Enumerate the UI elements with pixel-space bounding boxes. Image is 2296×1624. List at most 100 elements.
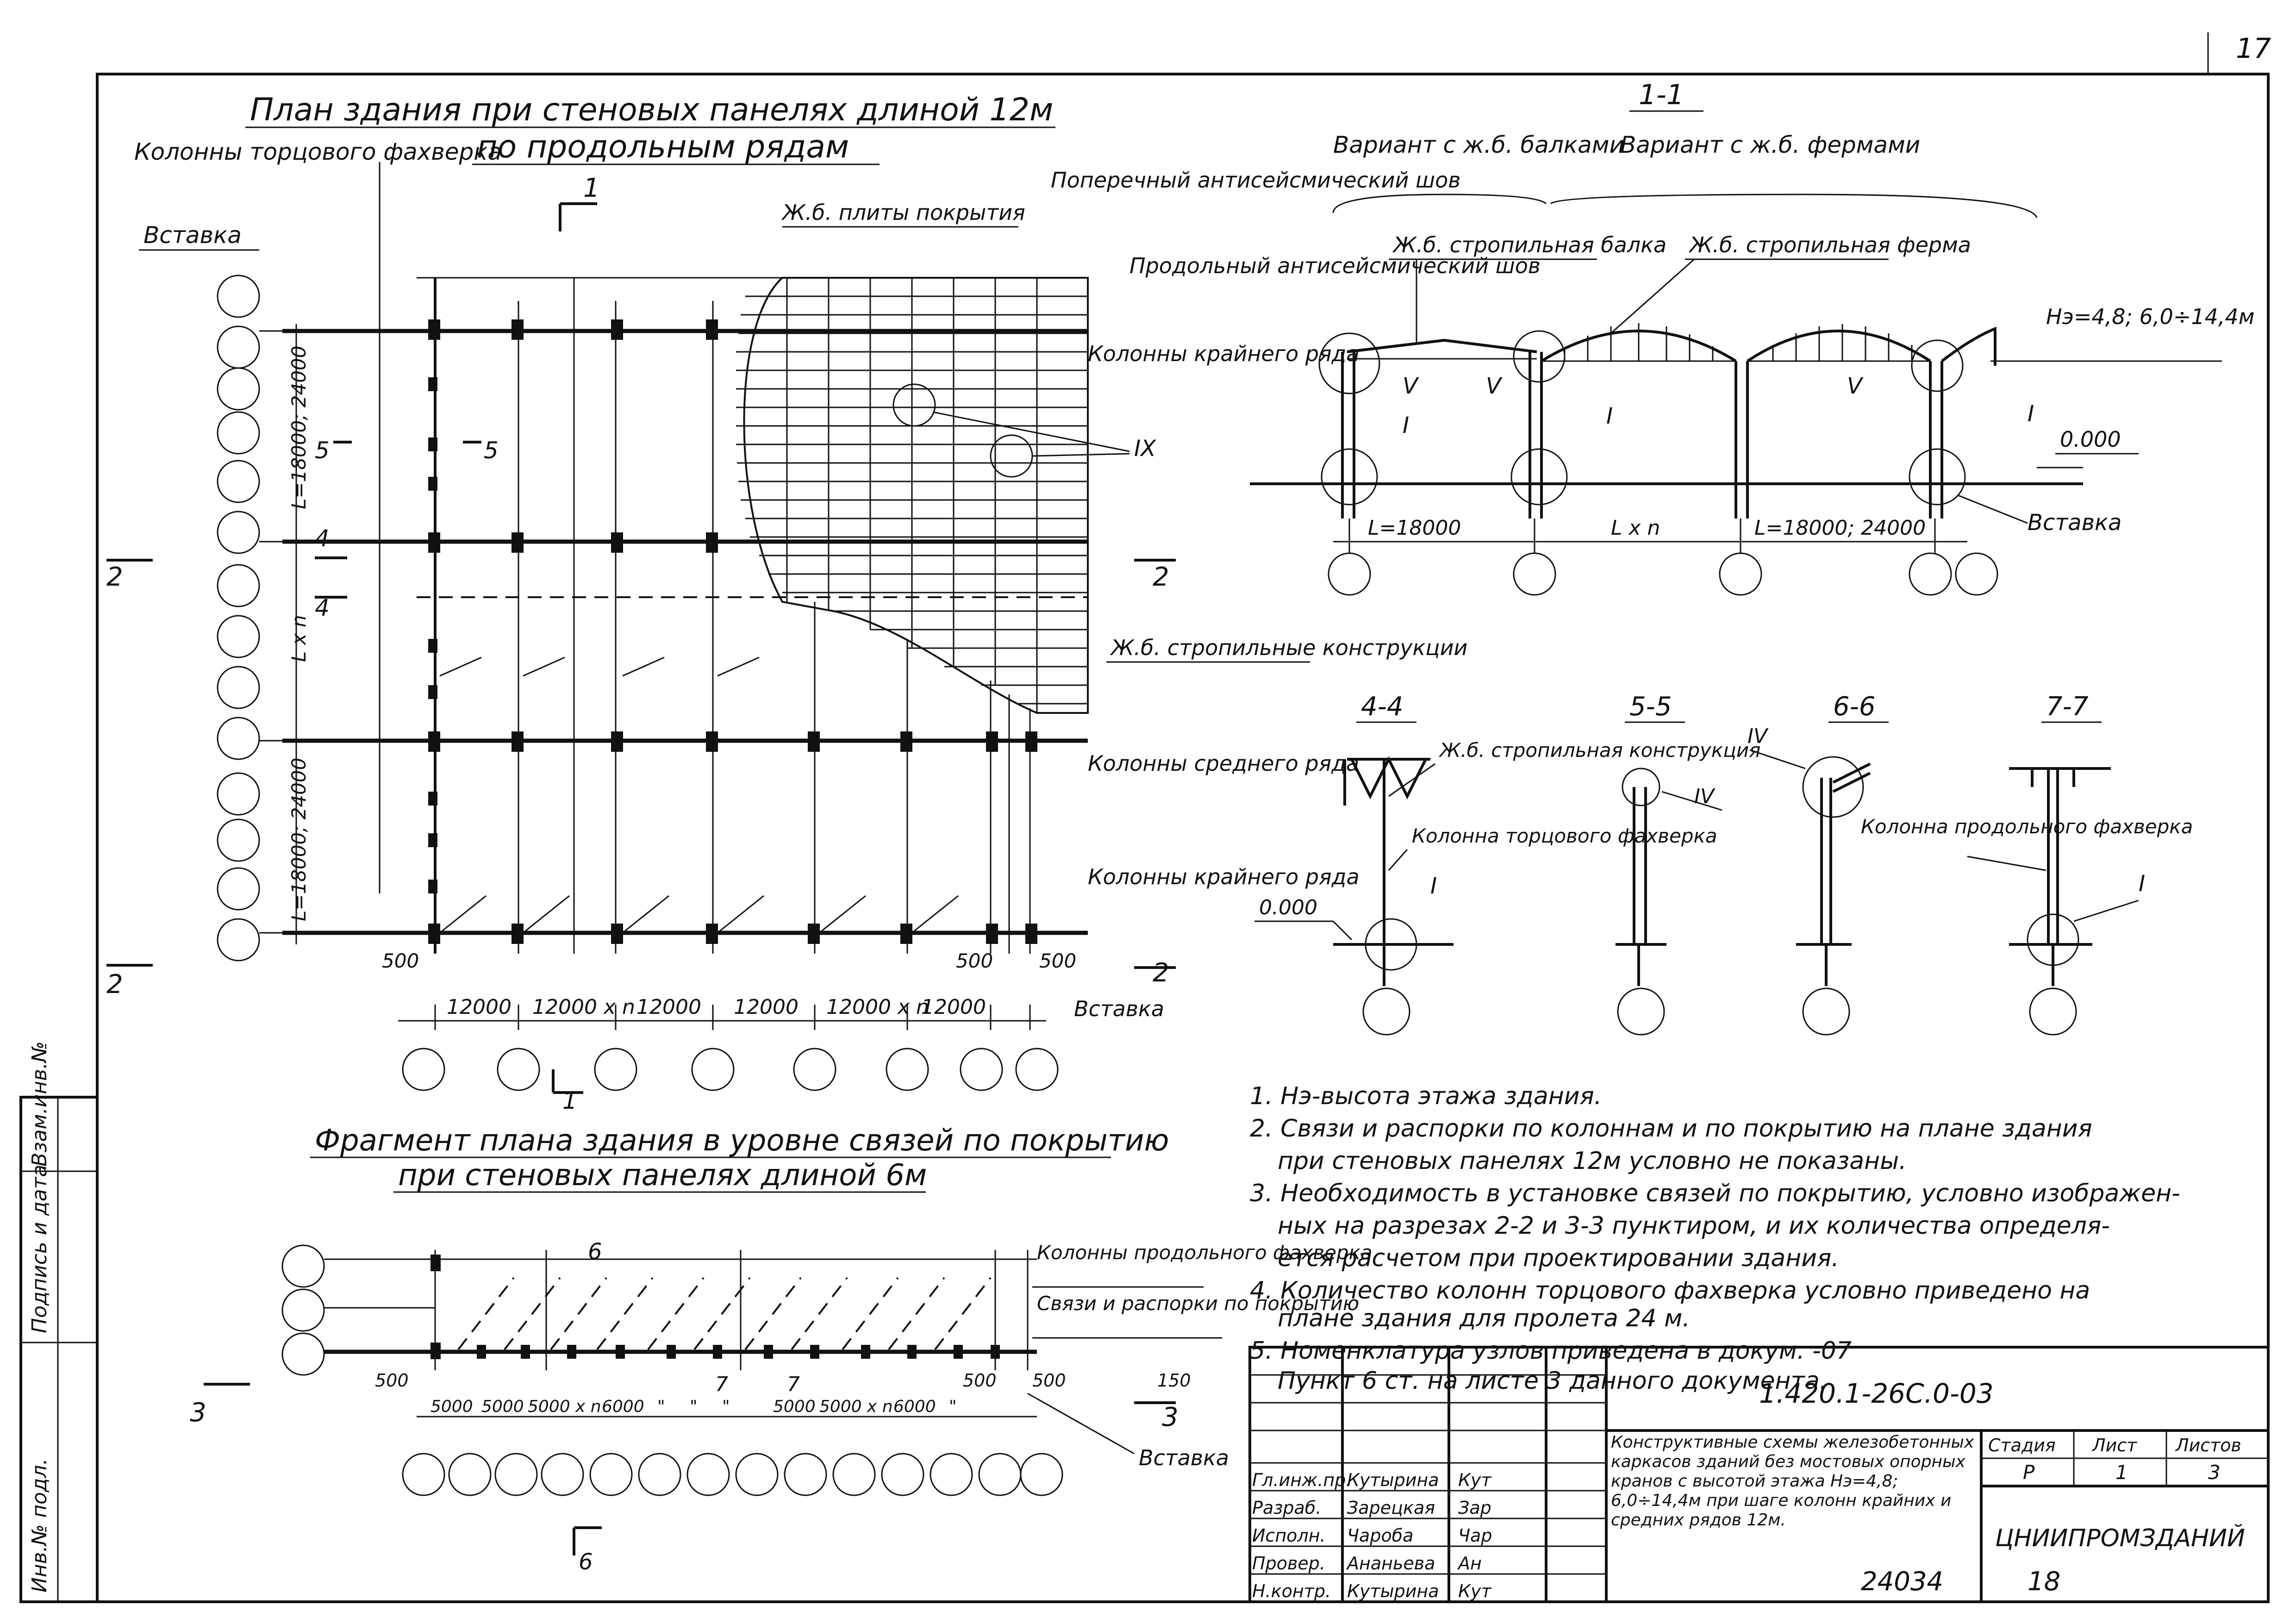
- dim-Ln: L x n: [1611, 516, 1660, 540]
- frag-dim-10: 6000: [893, 1397, 936, 1416]
- title-description: Конструктивные схемы железобетонных карк…: [1611, 1433, 1974, 1530]
- plan-row-lines: [282, 277, 1088, 935]
- dim-span-1: L=18000; 24000: [287, 346, 310, 509]
- sheet-value: 1: [2115, 1461, 2128, 1484]
- sign-4: Ан: [1457, 1553, 1482, 1574]
- node-i-77: I: [2139, 871, 2145, 897]
- frag-dim-8: 5000: [773, 1397, 816, 1416]
- frag-dim-150: 150: [1157, 1370, 1191, 1391]
- node-i-1: I: [1403, 412, 1409, 438]
- cut-4-top: 4: [315, 525, 330, 552]
- label-mid-cols: Колонны среднего ряда: [1088, 751, 1359, 776]
- label-col-end: Колонна торцового фахверка: [1412, 824, 1717, 847]
- truss-ticks: [439, 656, 959, 934]
- label-edge-cols-top: Колонны крайнего ряда: [1088, 341, 1360, 366]
- label-insert-bot: Вставка: [1074, 996, 1164, 1021]
- section-insert: Вставка: [2028, 510, 2121, 536]
- frag-cut-7-left: 7: [715, 1373, 728, 1396]
- dim-L2: L=18000; 24000: [1754, 516, 1926, 540]
- plan-title-2: по продольным рядам: [477, 129, 849, 165]
- plan-title-1: План здания при стеновых панелях длиной …: [250, 92, 1053, 128]
- stamp-sign-date: Подпись и дата: [28, 1165, 51, 1333]
- sheet-corner-number: 17: [2236, 32, 2271, 65]
- height-label: Hэ=4,8; 6,0÷14,4м: [2046, 304, 2254, 329]
- section-55-title: 5-5: [1629, 692, 1672, 722]
- label-col-long: Колонна продольного фахверка: [1861, 815, 2193, 838]
- node-v-1: V: [1403, 373, 1419, 399]
- name-4: Ананьева: [1346, 1553, 1435, 1574]
- fragment-title-1: Фрагмент плана здания в уровне связей по…: [315, 1124, 1169, 1158]
- stage-header: Стадия: [1988, 1435, 2056, 1455]
- section-1-1: 1-1 Вариант с ж.б. балками Вариант с ж.б…: [1250, 79, 2254, 596]
- note-4b: плане здания для пролета 24 м.: [1278, 1305, 1690, 1332]
- note-3b: ных на разрезах 2-2 и 3-3 пунктиром, и и…: [1278, 1212, 2110, 1240]
- label-insert-top: Вставка: [144, 222, 242, 249]
- name-3: Чароба: [1347, 1525, 1413, 1546]
- name-1: Кутырина: [1347, 1470, 1439, 1490]
- note-4a: 4. Количество колонн торцового фахверка …: [1250, 1277, 2090, 1305]
- note-3a: 3. Необходимость в установке связей по п…: [1250, 1180, 2180, 1207]
- fragment-bottom-axes: [402, 1453, 1063, 1496]
- org-name: ЦНИИПРОМЗДАНИЙ: [1995, 1524, 2245, 1552]
- frag-dim-9: 5000 x n: [819, 1397, 893, 1416]
- bottom-page: 18: [2028, 1567, 2060, 1597]
- label-end-columns: Колонны торцового фахверка: [134, 138, 502, 165]
- sign-2: Зар: [1458, 1498, 1491, 1518]
- frag-dim-3: 5000 x n: [528, 1397, 601, 1416]
- label-edge-cols-bot: Колонны крайнего ряда: [1088, 864, 1360, 889]
- title-description-box: Конструктивные схемы железобетонных карк…: [1611, 1433, 1974, 1530]
- label-transverse-joint: Поперечный антисейсмический шов: [1051, 168, 1460, 193]
- node-i-2: I: [1606, 403, 1613, 429]
- label-trusses: Ж.б. стропильные конструкции: [1110, 635, 1467, 660]
- note-5a: 5. Номенклатура узлов приведена в докум.…: [1250, 1337, 1852, 1365]
- plan-left-axes: [217, 162, 435, 962]
- label-long-cols: Колонны продольного фахверка: [1037, 1241, 1373, 1264]
- level-44: 0.000: [1259, 896, 1317, 919]
- sign-3: Чар: [1458, 1525, 1492, 1546]
- sheet-header: Лист: [2091, 1435, 2138, 1455]
- cut-2-left: 2: [106, 562, 123, 592]
- frag-cut-3-right: 3: [1162, 1402, 1179, 1432]
- bottom-dim-3: 12000: [636, 995, 701, 1019]
- frag-cut-6-bottom: 6: [579, 1549, 593, 1575]
- cut-1-top: 1: [583, 173, 600, 203]
- cut-2-bottom: 2: [106, 969, 123, 999]
- cut-4-bottom: 4: [315, 594, 330, 621]
- variant-beams: Вариант с ж.б. балками: [1333, 131, 1624, 158]
- frag-dim-500-right: 500: [1032, 1370, 1066, 1391]
- fragment-plan: Фрагмент плана здания в уровне связей по…: [190, 1124, 1373, 1575]
- roof-slabs-region: [736, 277, 1089, 714]
- role-5: Н.контр.: [1252, 1581, 1331, 1601]
- small-sections: 4-4 5-5 6-6 7-7 Ж.б. стропильная констру…: [1254, 692, 2193, 1036]
- dim-span-n: L x n: [287, 615, 310, 662]
- note-3c: ется расчетом при проектировании здания.: [1278, 1244, 1839, 1272]
- stamp-inv: Инв.№ подл.: [28, 1458, 51, 1593]
- doc-code: 1.420.1-26С.0-03: [1759, 1378, 1994, 1409]
- dim-500-left: 500: [382, 949, 419, 972]
- dim-L1: L=18000: [1368, 516, 1461, 540]
- main-plan: План здания при стеновых панелях длиной …: [106, 92, 1541, 1114]
- node-i-44: I: [1430, 873, 1437, 899]
- bottom-dim-4: 12000: [734, 995, 799, 1019]
- frag-dim-500-left: 500: [375, 1370, 409, 1391]
- label-beam: Ж.б. стропильная балка: [1392, 232, 1666, 257]
- bottom-dim-6: 12000: [921, 995, 986, 1019]
- callout-ix: IX: [1134, 436, 1156, 462]
- stage-value: Р: [2023, 1461, 2035, 1484]
- sheets-header: Листов: [2175, 1435, 2241, 1455]
- notes: 1. Hэ-высота этажа здания. 2. Связи и ра…: [1250, 1082, 2180, 1395]
- label-truss: Ж.б. стропильная ферма: [1688, 232, 1971, 257]
- bottom-number: 24034: [1861, 1567, 1943, 1597]
- level-zero: 0.000: [2060, 427, 2121, 452]
- section-77-title: 7-7: [2046, 692, 2089, 722]
- frag-dim-4: 6000: [602, 1397, 644, 1416]
- label-braces: Связи и распорки по покрытию: [1037, 1292, 1359, 1315]
- sign-1: Кут: [1458, 1470, 1492, 1490]
- bottom-dim-1: 12000: [447, 995, 512, 1019]
- label-truss-44: Ж.б. стропильная конструкция: [1438, 739, 1760, 762]
- section-66-title: 6-6: [1833, 692, 1875, 722]
- frag-cut-7-right: 7: [787, 1373, 800, 1396]
- frag-dim-11: ": [949, 1397, 957, 1416]
- plan-columns: [428, 319, 1037, 944]
- frag-dim-7: ": [722, 1397, 730, 1416]
